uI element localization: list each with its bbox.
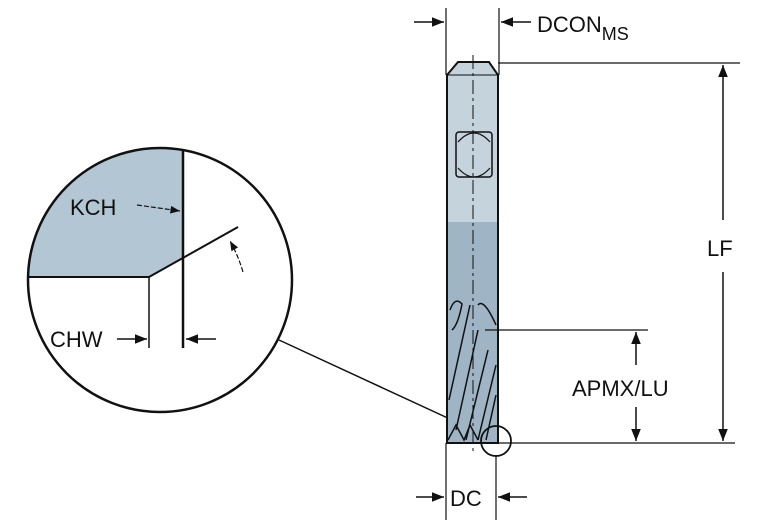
chamfer-detail-view: KCH CHW <box>26 146 479 433</box>
chw-label: CHW <box>50 327 103 352</box>
end-mill-tool <box>446 55 512 457</box>
apmx-dimension: APMX/LU <box>485 329 669 441</box>
dcon-dimension: DCONMS <box>414 8 629 75</box>
detail-circle <box>26 146 294 414</box>
kch-arrow <box>136 204 181 214</box>
detail-leader-line <box>278 339 479 433</box>
apmx-lu-label: APMX/LU <box>572 376 669 401</box>
angle-arrow <box>229 240 244 273</box>
dc-dimension: DC <box>416 443 527 520</box>
kch-label: KCH <box>70 195 116 220</box>
dcon-label: DCONMS <box>537 12 629 44</box>
lf-label: LF <box>707 236 733 261</box>
flutes <box>447 300 497 442</box>
lf-dimension: LF <box>498 62 740 444</box>
dc-label: DC <box>450 486 482 511</box>
